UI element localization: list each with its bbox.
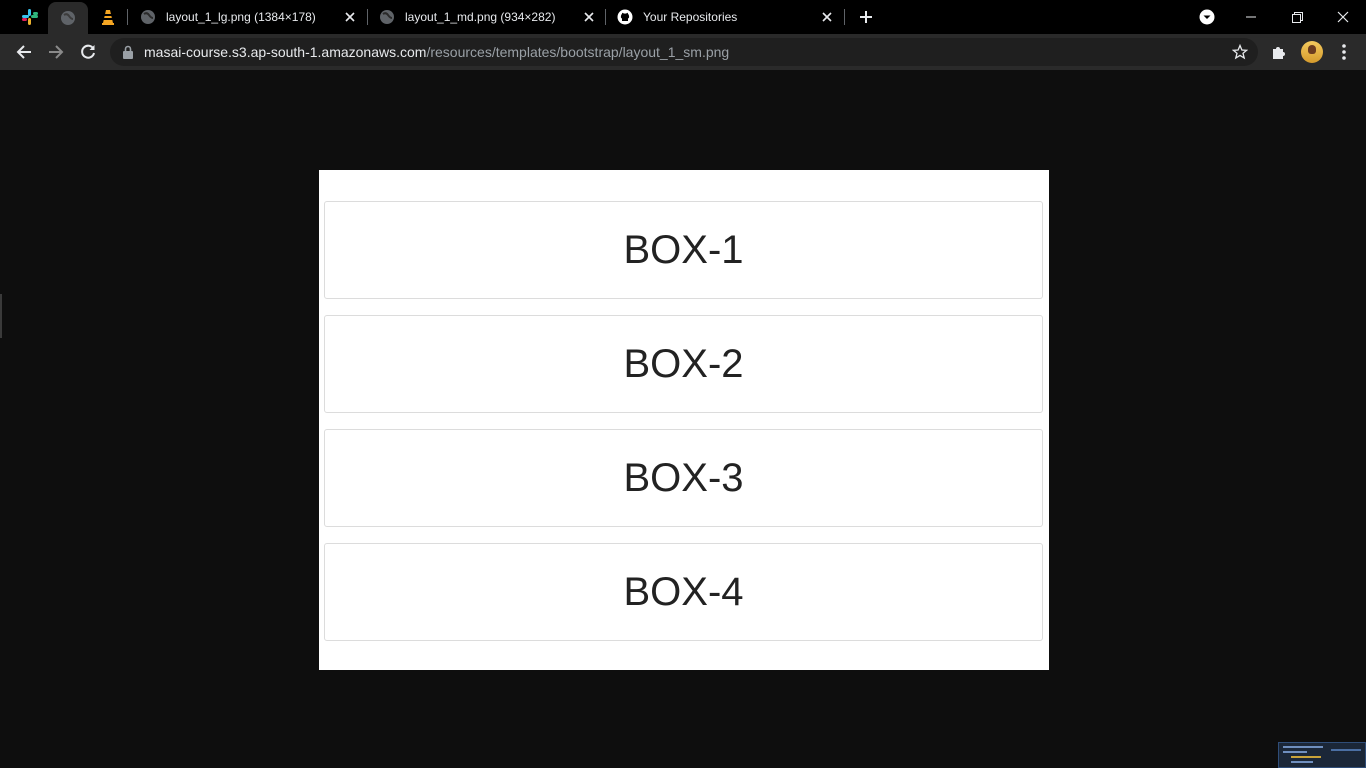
slack-icon xyxy=(22,9,38,25)
puzzle-icon xyxy=(1273,47,1285,59)
url-path: /resources/templates/bootstrap/layout_1_… xyxy=(426,44,730,60)
tab-label: layout_1_lg.png (1384×178) xyxy=(166,10,316,24)
pinned-tab-slack[interactable] xyxy=(10,0,50,34)
close-icon[interactable] xyxy=(581,9,597,25)
reload-icon xyxy=(81,44,95,59)
restore-icon xyxy=(1291,11,1303,23)
forward-button[interactable] xyxy=(42,38,70,66)
screen-share-thumbnail[interactable] xyxy=(1278,742,1366,768)
tab-search-button[interactable] xyxy=(1184,0,1230,34)
restore-button[interactable] xyxy=(1274,0,1320,34)
close-icon xyxy=(1337,11,1349,23)
reload-button[interactable] xyxy=(74,38,102,66)
cone-icon xyxy=(102,10,114,25)
displayed-image: BOX-1 BOX-2 BOX-3 BOX-4 xyxy=(319,170,1049,670)
pinned-tab-globe[interactable] xyxy=(48,2,88,34)
edge-marker xyxy=(0,294,2,338)
globe-icon xyxy=(61,11,75,25)
plus-icon xyxy=(860,11,872,23)
close-icon[interactable] xyxy=(819,9,835,25)
page-viewport: BOX-1 BOX-2 BOX-3 BOX-4 xyxy=(0,70,1366,768)
arrow-right-icon xyxy=(49,45,64,59)
profile-avatar[interactable] xyxy=(1301,41,1323,63)
tab-separator xyxy=(844,9,845,25)
tab-layout-lg[interactable]: layout_1_lg.png (1384×178) xyxy=(140,0,366,34)
tab-separator xyxy=(127,9,128,25)
address-url: masai-course.s3.ap-south-1.amazonaws.com… xyxy=(144,44,729,60)
globe-icon xyxy=(379,9,395,25)
globe-icon xyxy=(140,9,156,25)
browser-toolbar: masai-course.s3.ap-south-1.amazonaws.com… xyxy=(0,34,1366,70)
bookmark-star-icon[interactable] xyxy=(1232,44,1248,60)
pinned-tab-cone[interactable] xyxy=(88,0,128,34)
url-host: masai-course.s3.ap-south-1.amazonaws.com xyxy=(144,44,427,60)
tab-label: layout_1_md.png (934×282) xyxy=(405,10,556,24)
close-window-button[interactable] xyxy=(1320,0,1366,34)
tab-layout-md[interactable]: layout_1_md.png (934×282) xyxy=(379,0,605,34)
tab-separator xyxy=(367,9,368,25)
lock-icon xyxy=(123,45,133,59)
tab-strip: layout_1_lg.png (1384×178) layout_1_md.p… xyxy=(0,0,1366,34)
minimize-icon xyxy=(1246,16,1256,18)
tab-separator xyxy=(605,9,606,25)
chevron-down-icon xyxy=(1199,9,1215,25)
back-button[interactable] xyxy=(10,38,38,66)
box-1: BOX-1 xyxy=(324,201,1043,299)
address-bar[interactable]: masai-course.s3.ap-south-1.amazonaws.com… xyxy=(110,38,1258,66)
arrow-left-icon xyxy=(16,45,31,59)
box-4: BOX-4 xyxy=(324,543,1043,641)
box-3: BOX-3 xyxy=(324,429,1043,527)
tab-your-repositories[interactable]: Your Repositories xyxy=(617,0,843,34)
tab-label: Your Repositories xyxy=(643,10,738,24)
box-2: BOX-2 xyxy=(324,315,1043,413)
new-tab-button[interactable] xyxy=(856,7,876,27)
minimize-button[interactable] xyxy=(1228,0,1274,34)
github-icon xyxy=(617,9,633,25)
extensions-button[interactable] xyxy=(1269,42,1289,62)
close-icon[interactable] xyxy=(342,9,358,25)
more-menu-icon[interactable] xyxy=(1334,42,1354,62)
